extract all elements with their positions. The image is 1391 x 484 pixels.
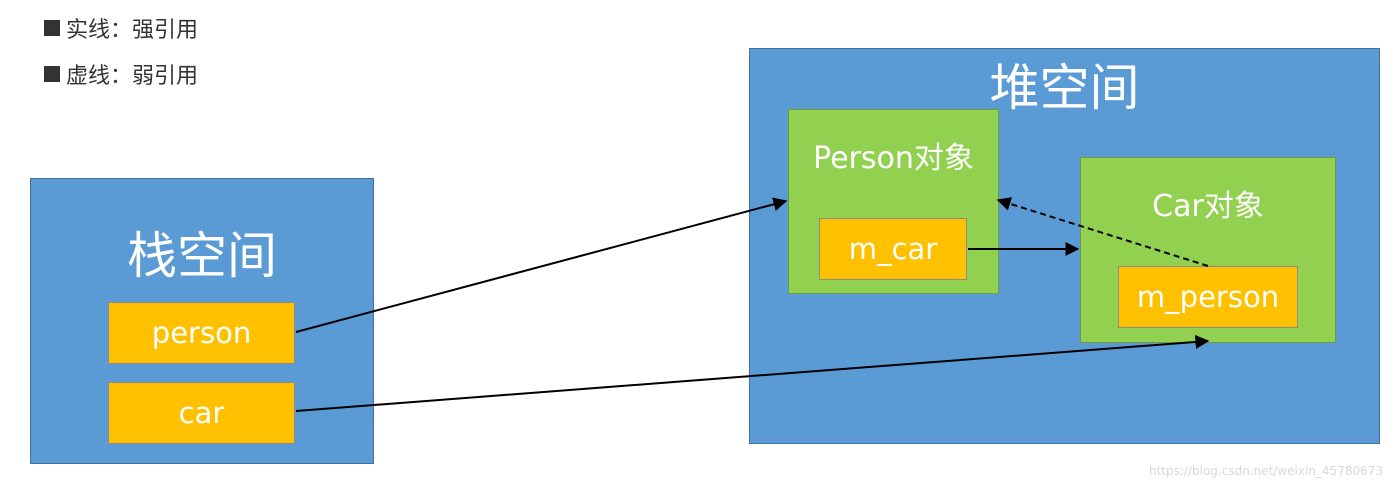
legend-dashed-label: 虚线：弱引用 xyxy=(66,64,199,89)
m-car-field: m_car xyxy=(819,218,967,280)
square-bullet-icon xyxy=(44,66,60,82)
square-bullet-icon xyxy=(44,20,60,36)
stack-space-title: 栈空间 xyxy=(127,227,277,285)
person-object-title: Person对象 xyxy=(813,141,974,176)
arrow-person-to-person-object xyxy=(295,197,788,333)
m-person-field: m_person xyxy=(1118,266,1298,328)
heap-space-title: 堆空间 xyxy=(989,59,1140,117)
car-object-title: Car对象 xyxy=(1152,189,1264,224)
arrow-m-person-to-person-object xyxy=(996,197,1209,267)
legend-dashed: 虚线：弱引用 xyxy=(44,58,198,90)
stack-car-field: car xyxy=(108,382,295,444)
arrow-car-to-car-object xyxy=(295,334,1210,412)
stack-person-field: person xyxy=(108,302,295,364)
watermark: https://blog.csdn.net/weixin_45780673 xyxy=(1148,464,1383,478)
legend-solid-label: 实线：强引用 xyxy=(66,18,199,43)
legend-solid: 实线：强引用 xyxy=(44,12,198,44)
